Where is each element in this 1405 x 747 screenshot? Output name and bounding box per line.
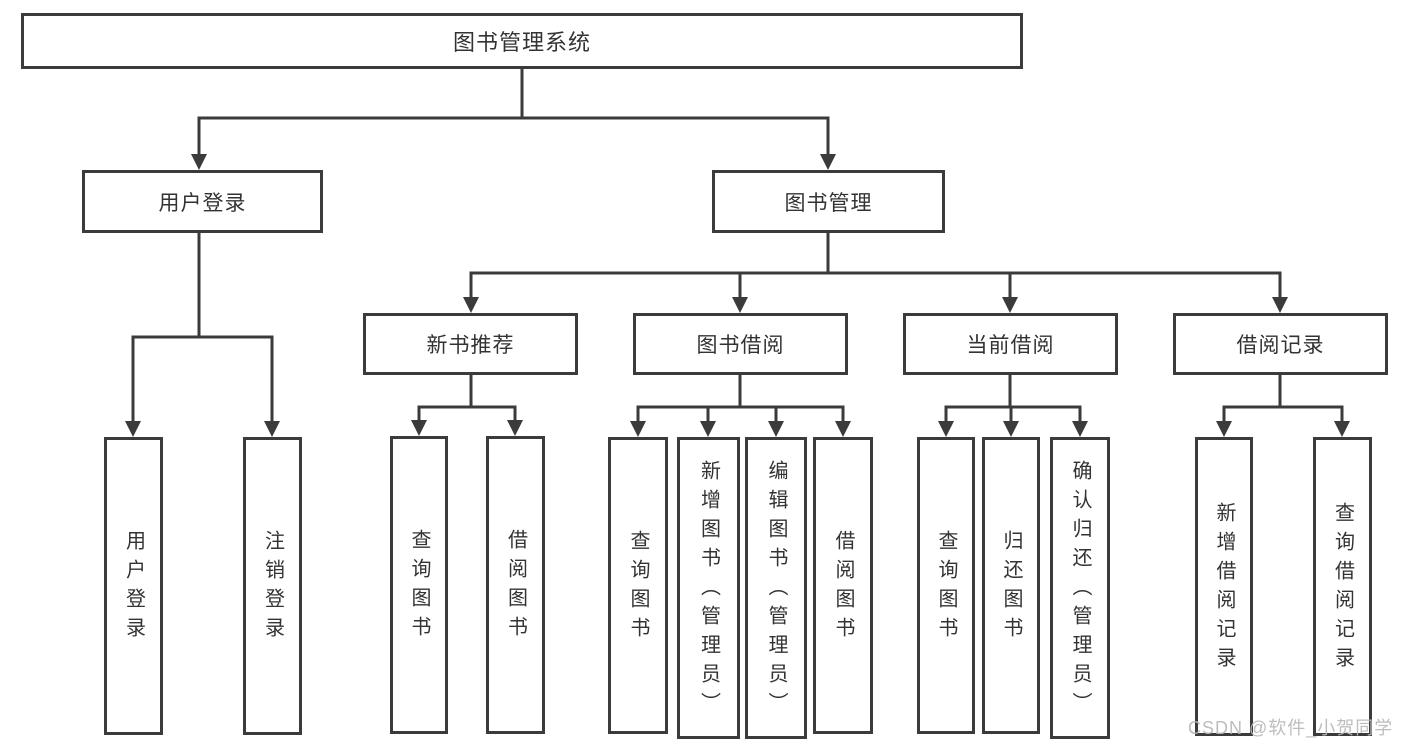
leaf-user-login: 用户登录	[104, 437, 163, 735]
leaf-query-books-recommend: 查询图书	[390, 436, 448, 734]
leaf-borrow-books-borrow: 借阅图书	[813, 437, 873, 734]
node-book-management: 图书管理	[712, 170, 945, 233]
leaf-add-borrow-record: 新增借阅记录	[1195, 437, 1253, 736]
leaf-logout-login: 注销登录	[243, 437, 302, 735]
watermark: CSDN @软件_小贺同学	[1188, 718, 1394, 738]
node-borrow-records: 借阅记录	[1173, 313, 1388, 375]
leaf-query-borrow-record: 查询借阅记录	[1313, 437, 1372, 736]
leaf-query-books-current: 查询图书	[917, 437, 975, 734]
node-new-book-recommend: 新书推荐	[363, 313, 578, 375]
leaf-borrow-books-recommend: 借阅图书	[486, 436, 545, 734]
leaf-confirm-return-admin: 确认归还（管理员）	[1050, 437, 1110, 739]
leaf-edit-books-admin: 编辑图书（管理员）	[745, 437, 807, 739]
node-user-login: 用户登录	[82, 170, 323, 233]
leaf-query-books-borrow: 查询图书	[608, 437, 668, 734]
leaf-add-books-admin: 新增图书（管理员）	[677, 437, 740, 739]
node-book-borrow: 图书借阅	[633, 313, 848, 375]
node-library-management-system: 图书管理系统	[21, 13, 1023, 69]
leaf-return-books: 归还图书	[982, 437, 1040, 734]
node-current-borrow: 当前借阅	[903, 313, 1118, 375]
